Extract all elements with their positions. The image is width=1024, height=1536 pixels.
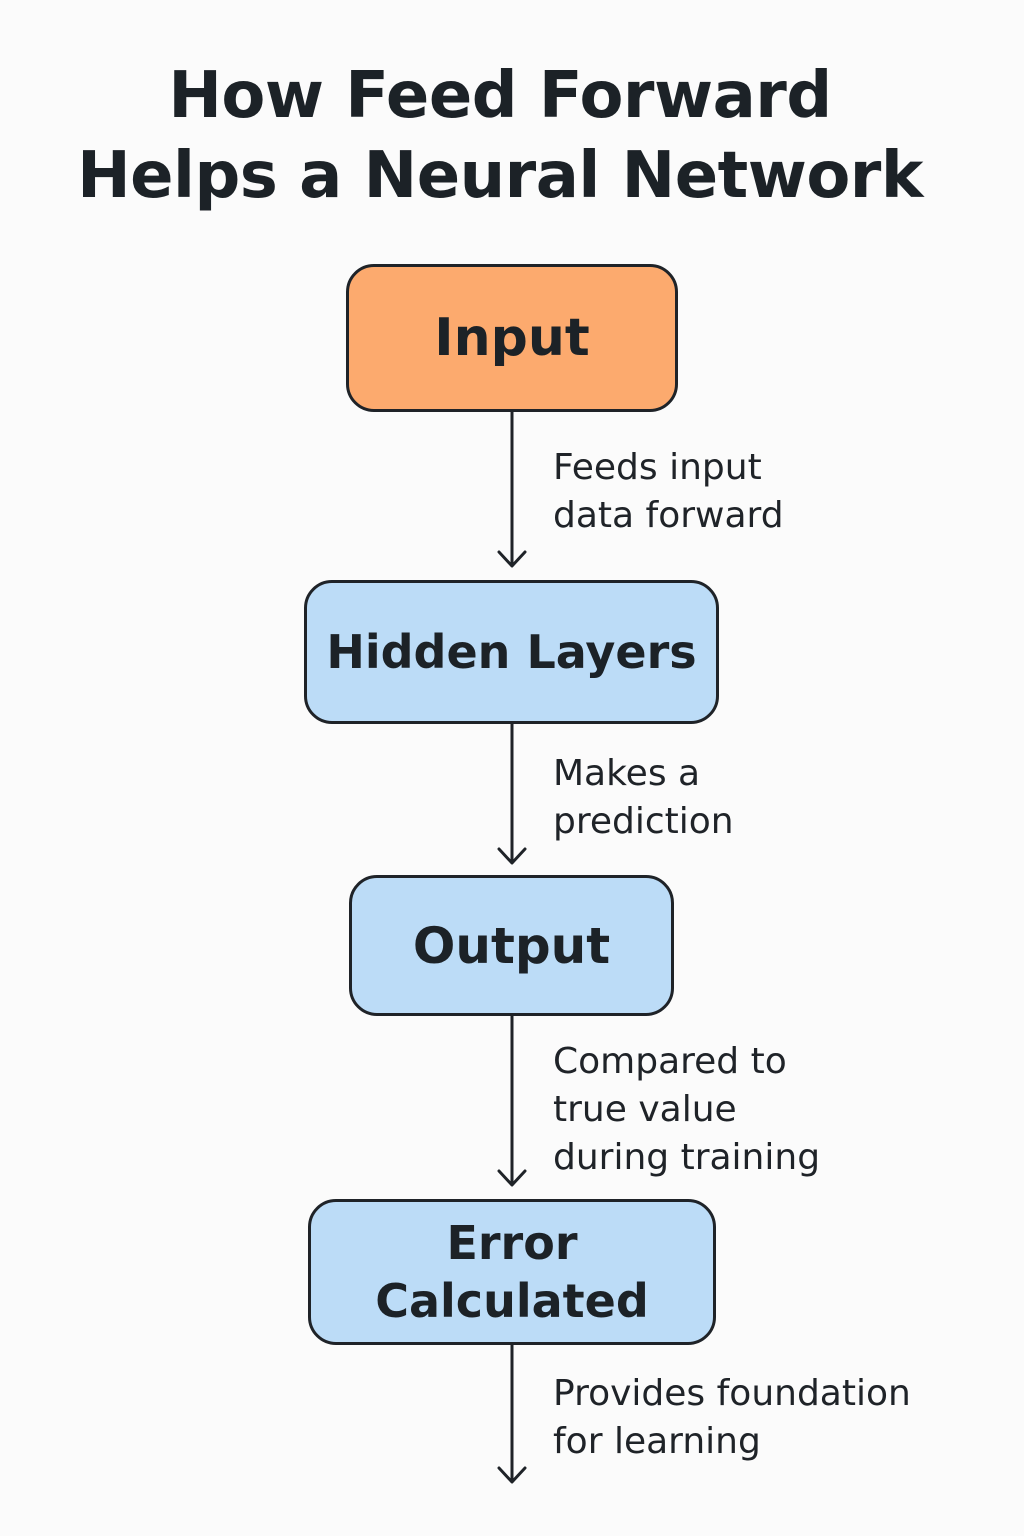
- edge-label-line: for learning: [553, 1421, 761, 1462]
- arrow-error-calculated-down: [497, 1345, 527, 1484]
- node-input-label: Input: [434, 308, 590, 368]
- node-output: Output: [349, 875, 674, 1016]
- edge-label-provides-foundation: Provides foundation for learning: [553, 1370, 911, 1466]
- edge-label-makes-prediction: Makes a prediction: [553, 750, 734, 846]
- edge-label-compared-to-true-value: Compared to true value during training: [553, 1038, 820, 1182]
- node-hidden-layers: Hidden Layers: [304, 580, 719, 724]
- edge-label-line: Compared to: [553, 1041, 787, 1082]
- edge-label-line: Provides foundation: [553, 1373, 911, 1414]
- edge-label-line: prediction: [553, 801, 734, 842]
- arrow-output-to-error-calculated: [497, 1016, 527, 1187]
- edge-label-line: Feeds input: [553, 447, 762, 488]
- node-output-label: Output: [412, 916, 611, 975]
- edge-label-line: true value: [553, 1089, 737, 1130]
- arrow-hidden-layers-to-output: [497, 724, 527, 865]
- node-hidden-layers-label: Hidden Layers: [326, 625, 697, 679]
- node-input: Input: [346, 264, 678, 412]
- edge-label-line: Makes a: [553, 753, 701, 794]
- diagram-title: How Feed Forward Helps a Neural Network: [0, 56, 1000, 216]
- node-error-calculated-label: Error Calculated: [375, 1214, 649, 1330]
- title-line-2: Helps a Neural Network: [77, 139, 923, 213]
- arrow-input-to-hidden-layers: [497, 412, 527, 568]
- edge-label-line: data forward: [553, 495, 784, 536]
- edge-label-line: during training: [553, 1137, 821, 1178]
- node-label-line: Calculated: [375, 1274, 649, 1328]
- node-label-line: Error: [446, 1216, 578, 1270]
- title-line-1: How Feed Forward: [168, 59, 832, 133]
- node-error-calculated: Error Calculated: [308, 1199, 716, 1345]
- edge-label-feeds-input: Feeds input data forward: [553, 444, 784, 540]
